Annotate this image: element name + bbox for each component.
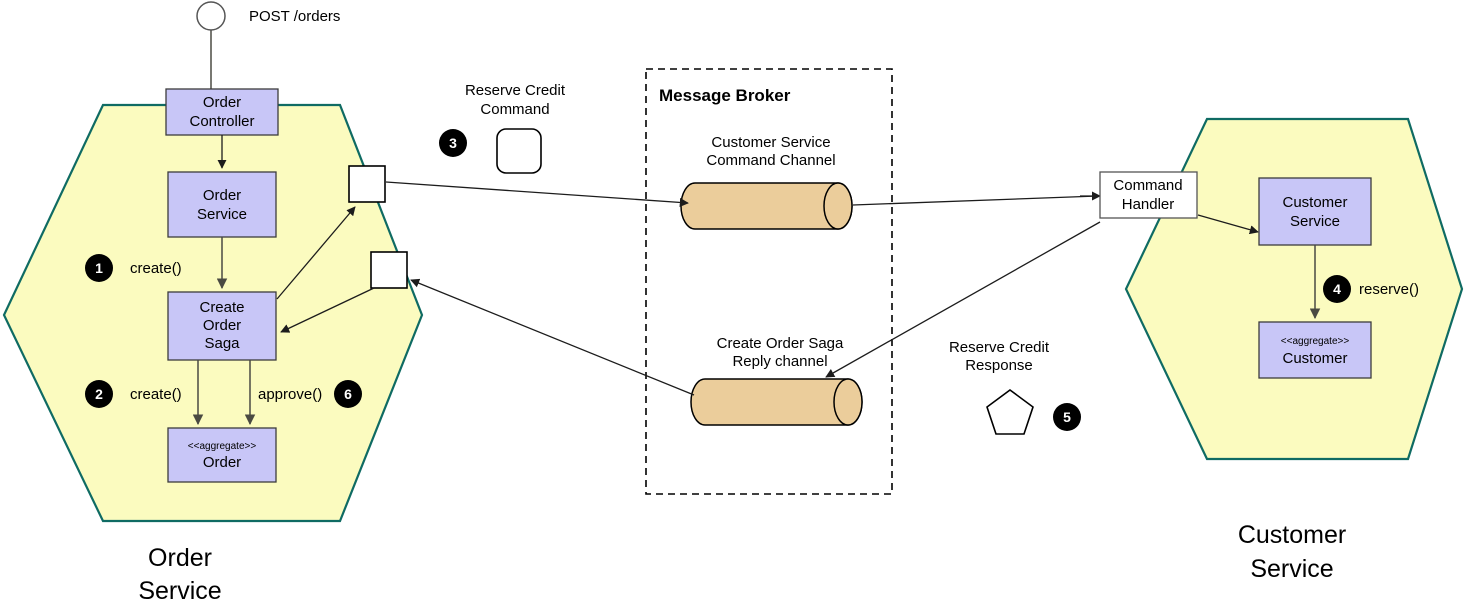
message-broker-title: Message Broker — [659, 86, 791, 105]
step-6-badge-number: 6 — [344, 386, 352, 402]
reserve-credit-command-icon — [496, 128, 542, 174]
customer-service-hex-label-line2: Service — [1250, 555, 1333, 583]
order-aggregate-name: Order — [203, 454, 241, 471]
customer-service-box[interactable]: Customer Service — [1258, 177, 1372, 246]
reply-channel-label-line2: Reply channel — [732, 353, 827, 370]
create-order-saga-label-line2: Order — [203, 317, 241, 334]
create-order-saga-label-line3: Saga — [204, 335, 240, 352]
customer-aggregate-stereotype: <<aggregate>> — [1281, 336, 1350, 347]
order-service-label-line2: Service — [197, 206, 247, 223]
customer-service-hexagon[interactable] — [1124, 117, 1464, 461]
command-channel-cylinder-cap — [823, 182, 853, 230]
reserve-credit-command-label-line2: Command — [480, 101, 549, 118]
endpoint-circle-icon — [196, 1, 226, 31]
step-2-method-label: create() — [130, 386, 182, 403]
order-service-hex-label-line1: Order — [148, 544, 212, 572]
arrow-reply-channel-to-inbound-port — [410, 278, 695, 396]
customer-service-hexagon-shape — [1124, 117, 1464, 461]
step-2-badge: 2 — [85, 380, 113, 408]
customer-service-rect — [1258, 177, 1372, 246]
post-orders-endpoint[interactable] — [196, 1, 226, 92]
step-4-method-label: reserve() — [1359, 281, 1419, 298]
reserve-credit-response-label-line2: Response — [965, 357, 1033, 374]
command-channel-label-line2: Command Channel — [706, 152, 835, 169]
order-aggregate-box[interactable]: <<aggregate>> Order — [167, 427, 277, 483]
message-broker-frame — [645, 68, 893, 495]
step-3-badge-circle — [439, 129, 467, 157]
customer-aggregate-rect — [1258, 321, 1372, 379]
reserve-credit-response-label-line1: Reserve Credit — [949, 339, 1050, 356]
step-3-badge-number: 3 — [449, 135, 457, 151]
order-service-hex-label-line2: Service — [138, 577, 221, 605]
reserve-credit-response-icon — [986, 389, 1034, 435]
create-order-saga-rect — [167, 291, 277, 361]
step-6-badge: 6 — [334, 380, 362, 408]
create-order-saga-label-line1: Create — [199, 299, 244, 316]
step-5-badge-number: 5 — [1063, 409, 1071, 425]
reply-channel-label-line1: Create Order Saga — [717, 335, 844, 352]
step-4-badge-number: 4 — [1333, 281, 1341, 297]
command-handler-label-line1: Command — [1113, 177, 1182, 194]
command-handler-rect — [1099, 171, 1198, 219]
step-4-badge: 4 — [1323, 275, 1351, 303]
order-aggregate-stereotype: <<aggregate>> — [188, 441, 257, 452]
order-service-box[interactable]: Order Service — [167, 171, 277, 238]
customer-aggregate-box[interactable]: <<aggregate>> Customer — [1258, 321, 1372, 379]
arrow-saga-to-outbound-port — [276, 206, 356, 300]
command-handler-label-line2: Handler — [1122, 196, 1175, 213]
reserve-credit-command-label-line1: Reserve Credit — [465, 82, 566, 99]
order-aggregate-rect — [167, 427, 277, 483]
step-4-badge-circle — [1323, 275, 1351, 303]
customer-aggregate-name: Customer — [1282, 350, 1347, 367]
arrow-inbound-port-to-saga — [280, 287, 375, 333]
arrow-handler-to-reply-channel — [825, 221, 1101, 378]
create-order-saga-box[interactable]: Create Order Saga — [167, 291, 277, 361]
arrow-command-channel-to-handler — [852, 195, 1099, 206]
command-channel-label-line1: Customer Service — [711, 134, 830, 151]
create-order-saga-reply-channel[interactable] — [690, 378, 863, 426]
order-service-inbound-port[interactable] — [370, 251, 408, 289]
order-controller-label-line1: Order — [203, 94, 241, 111]
order-service-rect — [167, 171, 277, 238]
customer-service-label-line1: Customer — [1282, 194, 1347, 211]
reply-channel-cylinder-cap — [833, 378, 863, 426]
step-1-badge: 1 — [85, 254, 113, 282]
customer-service-hex-label-line1: Customer — [1238, 521, 1346, 549]
customer-service-label-line2: Service — [1290, 213, 1340, 230]
order-controller-box[interactable]: Order Controller — [165, 88, 279, 136]
step-1-badge-number: 1 — [95, 260, 103, 276]
command-handler-box[interactable]: Command Handler — [1099, 171, 1198, 219]
step-6-method-label: approve() — [258, 386, 322, 403]
step-5-badge-circle — [1053, 403, 1081, 431]
post-orders-label: POST /orders — [249, 8, 340, 25]
order-service-outbound-port[interactable] — [348, 165, 386, 203]
step-2-badge-circle — [85, 380, 113, 408]
order-service-label-line1: Order — [203, 187, 241, 204]
arrow-outbound-port-to-command-channel — [385, 181, 689, 207]
customer-service-command-channel[interactable] — [680, 182, 853, 230]
step-5-badge: 5 — [1053, 403, 1081, 431]
step-6-badge-circle — [334, 380, 362, 408]
step-1-method-label: create() — [130, 260, 182, 277]
step-1-badge-circle — [85, 254, 113, 282]
step-2-badge-number: 2 — [95, 386, 103, 402]
arrow-handler-to-customer-service — [1197, 214, 1259, 235]
step-3-badge: 3 — [439, 129, 467, 157]
order-controller-rect — [165, 88, 279, 136]
order-controller-label-line2: Controller — [189, 113, 254, 130]
